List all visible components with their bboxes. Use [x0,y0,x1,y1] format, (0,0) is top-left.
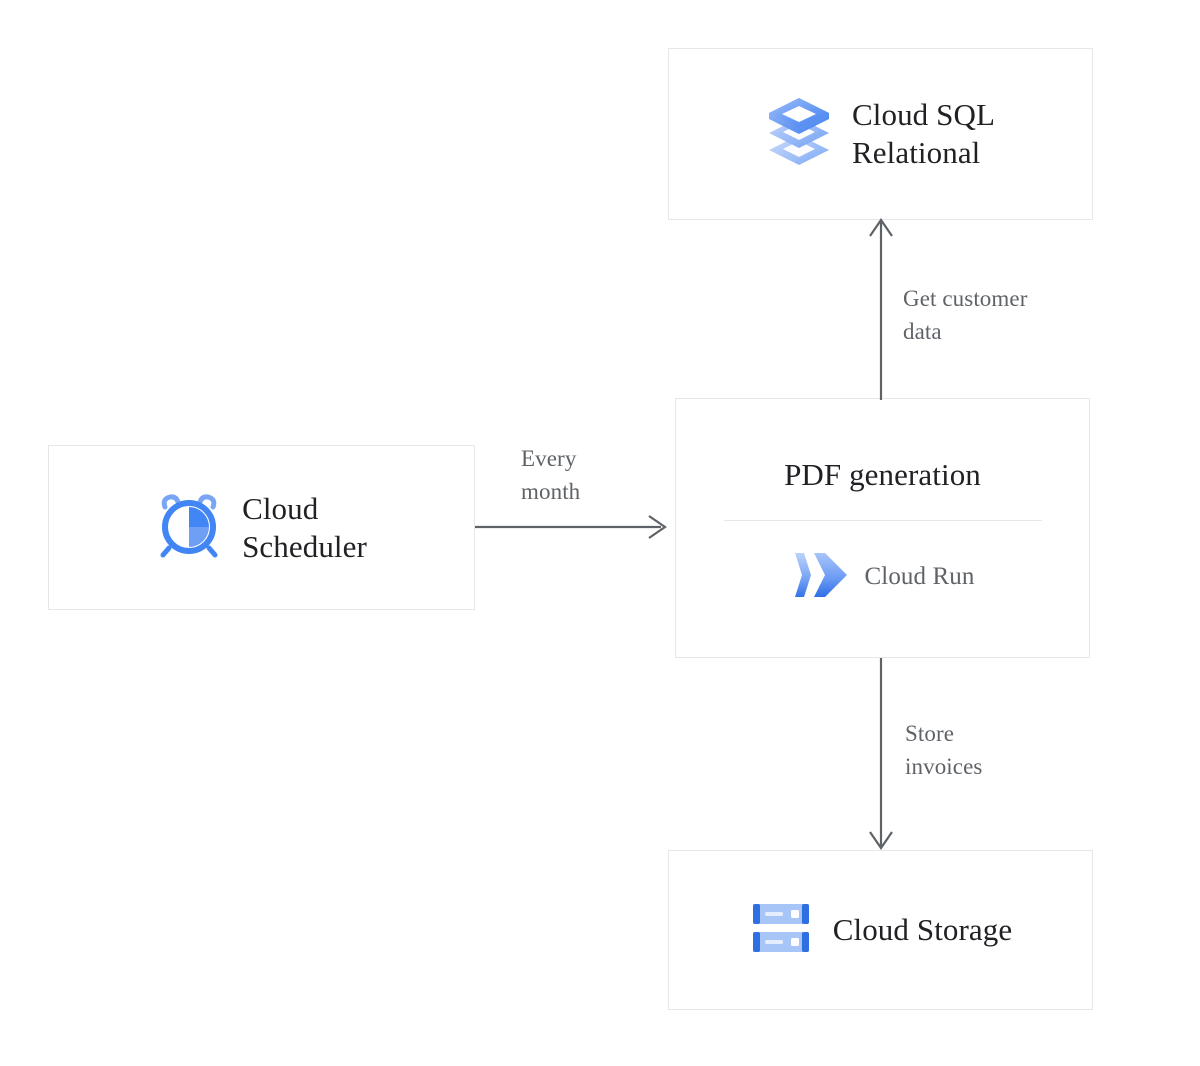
edge-label-every-month: Every month [521,446,581,504]
node-pdf-generation-service: Cloud Run [791,549,975,606]
edge-label-store-invoices: Store invoices [905,721,983,779]
node-cloud-sql-label: Cloud SQL Relational [851,97,995,170]
cloud-sql-icon [766,95,832,174]
arrow-pdf-to-storage [869,658,893,850]
cloud-storage-icon [749,900,813,961]
node-pdf-generation-service-label: Cloud Run [864,563,975,590]
node-pdf-generation[interactable]: PDF generation [675,398,1090,658]
card-divider [723,519,1042,521]
node-cloud-scheduler[interactable]: Cloud Scheduler [48,445,475,610]
edge-label-get-customer-data: Get customer data [903,286,1028,344]
node-pdf-generation-content: PDF generation [676,399,1089,657]
node-cloud-scheduler-content: Cloud Scheduler [49,446,474,609]
cloud-run-icon [791,549,851,606]
cloud-scheduler-clock-icon [156,492,222,563]
node-pdf-generation-title: PDF generation [784,456,981,492]
node-cloud-sql-content: Cloud SQL Relational [669,49,1092,219]
arrow-pdf-to-sql [869,218,893,400]
node-cloud-storage-label: Cloud Storage [832,912,1013,948]
node-cloud-storage-content: Cloud Storage [669,851,1092,1009]
arrow-scheduler-to-pdf [475,515,667,539]
node-cloud-storage[interactable]: Cloud Storage [668,850,1093,1010]
node-cloud-scheduler-label: Cloud Scheduler [242,490,367,564]
node-cloud-sql[interactable]: Cloud SQL Relational [668,48,1093,220]
